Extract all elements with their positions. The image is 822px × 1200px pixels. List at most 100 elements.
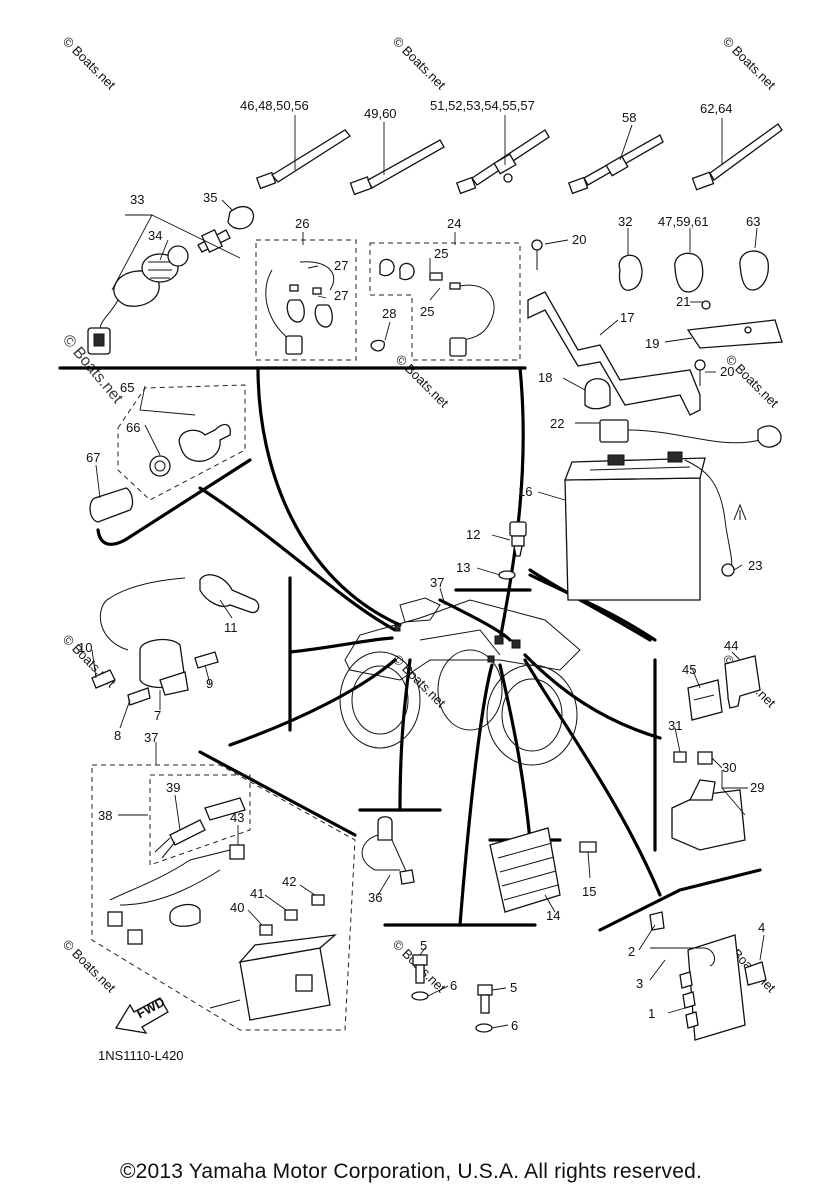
battery-bracket-17 [527,239,711,416]
callout-label: 47,59,61 [658,214,709,229]
watermark: © Boats.net [60,937,119,996]
callout-label: 49,60 [364,106,397,121]
callout-label: 66 [126,420,140,435]
callout-label: 17 [620,310,634,325]
cable-tie-49 [349,139,445,196]
callout-label: 18 [538,370,552,385]
callout-label: 51,52,53,54,55,57 [430,98,535,113]
callout-label: 31 [668,718,682,733]
watermark: © Boats.net [723,352,782,411]
ecu-group-1 [649,911,767,1041]
callout-label: 34 [148,228,162,243]
atv-illustration [339,597,581,766]
callout-label: 5 [420,938,427,953]
battery-16 [564,451,706,601]
diagram-code: 1NS1110-L420 [98,1048,184,1063]
callout-label: 14 [546,908,560,923]
main-switch-assembly [87,206,255,355]
callout-label: 62,64 [700,101,733,116]
callout-label: 11 [224,620,238,635]
sensor-12 [498,521,527,580]
bracket-19 [686,319,783,349]
grommet-18 [584,378,611,410]
bolts-5-6 [411,954,493,1033]
sub-lead-group-24 [369,242,521,361]
callout-label: 43 [230,810,244,825]
leader-lines [91,115,765,1029]
callout-label: 4 [758,920,765,935]
callout-label: 44 [724,638,738,653]
callout-label: 46,48,50,56 [240,98,309,113]
callout-label: 39 [166,780,180,795]
callout-label: 1 [648,1006,655,1021]
callout-label: 7 [154,708,161,723]
callout-label: 10 [78,640,92,655]
battery-cable-22 [599,419,782,448]
callout-label: 6 [511,1018,518,1033]
starter-relay-group [91,574,260,706]
callout-label: 28 [382,306,396,321]
cable-tie-58 [567,134,664,195]
callout-label: 27 [334,288,348,303]
callout-label: 5 [510,980,517,995]
callout-label: 24 [447,216,461,231]
callout-label: 2 [628,944,635,959]
callout-label: 19 [645,336,659,351]
callout-label: 40 [230,900,244,915]
callout-label: 58 [622,110,636,125]
callout-label: 25 [434,246,448,261]
callout-label: 23 [748,558,762,573]
callout-label: 3 [636,976,643,991]
cable-tie-46 [255,129,351,190]
callout-label: 6 [450,978,457,993]
relay-group-29 [671,655,761,851]
callout-label: 22 [550,416,564,431]
clamp-47 [674,252,704,293]
watermark: © Boats.net [60,34,119,93]
callout-label: 27 [334,258,348,273]
cable-tie-51 [455,129,550,195]
callout-label: 67 [86,450,100,465]
callout-label: 21 [676,294,690,309]
clamp-32 [618,254,643,291]
socket-group-65 [89,384,246,523]
callout-label: 16 [518,484,532,499]
clamp-63 [739,250,769,291]
callout-label: 35 [203,190,217,205]
callout-label: 20 [572,232,586,247]
callout-label: 42 [282,874,296,889]
wire-harness-group [91,764,356,1031]
callout-label: 36 [368,890,382,905]
callout-label: 15 [582,884,596,899]
switch-36 [361,816,415,885]
callout-label: 9 [206,676,213,691]
sub-lead-group-26 [255,239,357,361]
watermark: © Boats.net [720,34,779,93]
battery-cable-23 [684,459,747,577]
callout-label: 26 [295,216,309,231]
fwd-arrow: FWD [114,994,169,1034]
watermark: © Boats.net [390,34,449,93]
callout-label: 8 [114,728,121,743]
callout-label: 30 [722,760,736,775]
callout-label: 13 [456,560,470,575]
callout-labels: 46,48,50,56 49,60 51,52,53,54,55,57 58 6… [78,98,765,1033]
callout-label: 65 [120,380,134,395]
callout-label: 29 [750,780,764,795]
callout-label: 25 [420,304,434,319]
callout-label: 32 [618,214,632,229]
copyright-notice: ©2013 Yamaha Motor Corporation, U.S.A. A… [119,1160,703,1183]
callout-label: 38 [98,808,112,823]
cable-tie-62 [691,123,783,191]
callout-label: 20 [720,364,734,379]
callout-label: 37 [144,730,158,745]
callout-label: 41 [250,886,264,901]
group-frames [58,366,762,932]
callout-label: 33 [130,192,144,207]
rectifier-14 [489,827,597,913]
callout-label: 37 [430,575,444,590]
callout-label: 63 [746,214,760,229]
callout-label: 45 [682,662,696,677]
callout-label: 12 [466,527,480,542]
